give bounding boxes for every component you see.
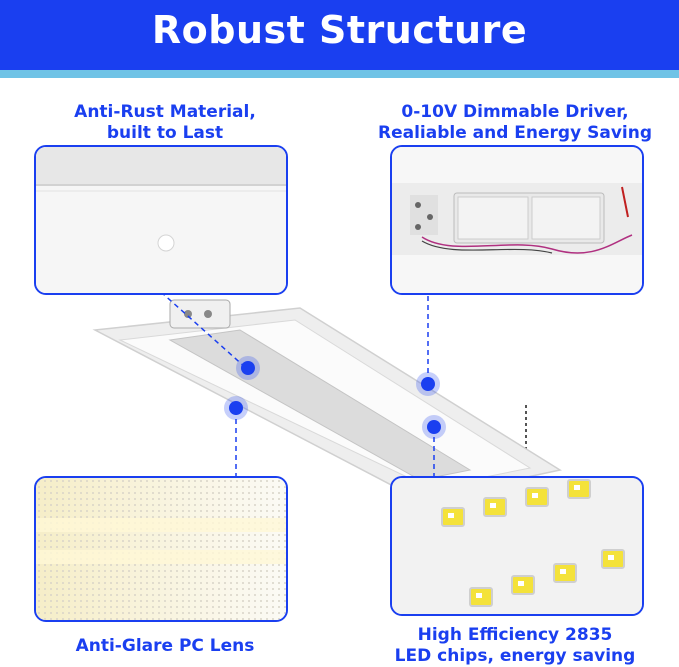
caption-dimmable-driver: 0-10V Dimmable Driver, Realiable and Ene…	[377, 102, 653, 143]
led-chips-image	[392, 478, 642, 614]
marker-dot	[416, 372, 440, 396]
callout-connector	[160, 291, 247, 369]
caption-led-chips: High Efficiency 2835 LED chips, energy s…	[394, 625, 636, 666]
title-banner	[0, 0, 679, 70]
marker-dot	[422, 415, 446, 439]
led-chip-highlight	[448, 485, 614, 598]
panel-housing-closeup	[34, 145, 288, 295]
screw-icon	[204, 310, 212, 318]
driver-image	[392, 147, 642, 293]
caption-anti-rust: Anti-Rust Material, built to Last	[74, 102, 256, 143]
page-title: Robust Structure	[151, 8, 528, 52]
housing-image	[36, 147, 286, 293]
banner-stripe	[0, 70, 679, 78]
marker-dot	[236, 356, 260, 380]
panel-led-closeup	[390, 476, 644, 616]
marker-dot	[224, 396, 248, 420]
panel-lens-closeup	[34, 476, 288, 622]
screw-icon	[184, 310, 192, 318]
lamp-hook-block	[169, 299, 231, 329]
caption-anti-glare: Anti-Glare PC Lens	[75, 636, 255, 656]
lens-image	[36, 478, 286, 620]
panel-driver-closeup	[390, 145, 644, 295]
